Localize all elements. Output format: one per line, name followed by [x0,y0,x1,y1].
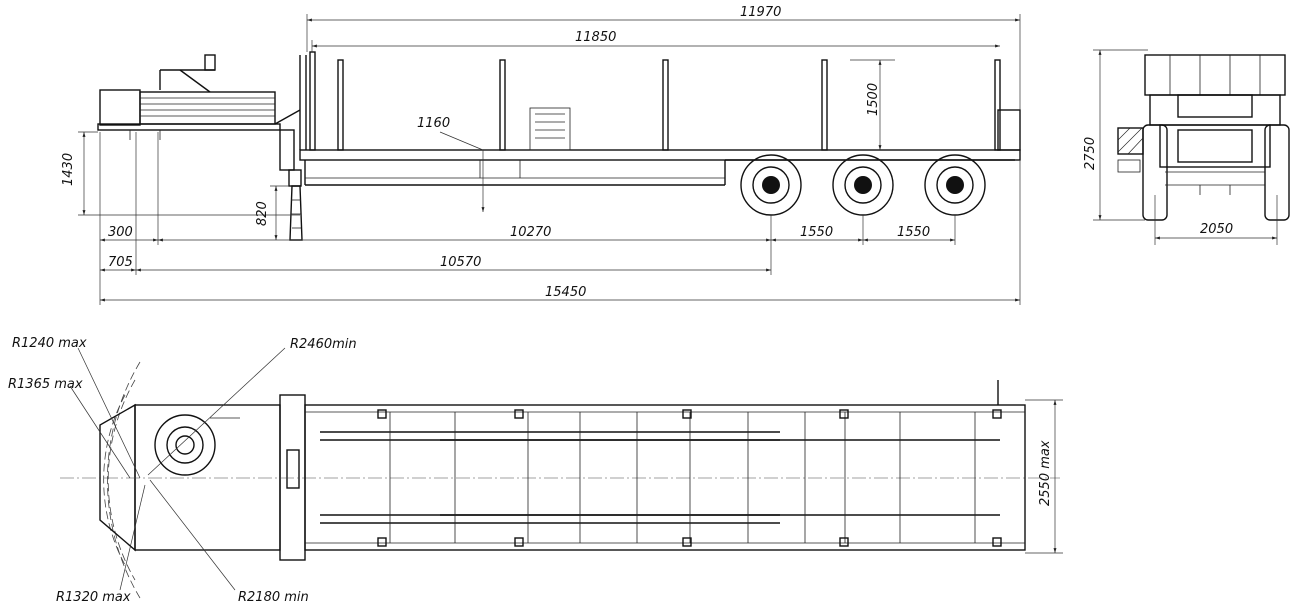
top-view: R1240 max R1365 max R2460min R1320 max R… [8,336,1063,605]
dim-axle-spacing-2: 1550 [897,225,930,240]
side-dimensions: 11970 11850 1500 1160 1430 820 [61,5,1021,305]
dim-kingpin-to-axle: 10270 [510,225,551,240]
rear-view: 2750 2050 [1083,49,1290,245]
dim-stake-height: 1500 [866,83,881,116]
dim-deck-height: 1160 [417,116,450,131]
dim-fifth-wheel-height: 1430 [61,153,76,186]
rear-wheels [740,154,986,216]
radius-r2460: R2460min [290,337,357,352]
stake [821,59,828,151]
stake [662,59,669,151]
stake [499,59,506,151]
stake [337,59,344,151]
deck-top [304,380,1026,551]
dim-support-height: 820 [255,201,270,226]
dim-stake-span: 11850 [575,30,616,45]
deck [299,107,1021,186]
radius-r1365: R1365 max [8,377,83,392]
radius-r1320: R1320 max [56,590,131,605]
fifth-wheel [154,414,216,476]
dim-track-width: 2050 [1200,222,1233,237]
gooseneck-top [60,394,1060,561]
dim-total-height: 2750 [1083,137,1098,170]
side-view: 11970 11850 1500 1160 1430 820 [61,5,1021,305]
dim-overall-width: 2550 max [1038,440,1053,506]
dim-axle-spacing-1: 1550 [800,225,833,240]
rear-panel [997,109,1021,151]
dim-overall-length: 15450 [545,285,586,300]
radius-r2180: R2180 min [238,590,309,605]
stakes [309,51,1021,151]
stake [309,51,316,151]
dim-front-to-axle: 10570 [440,255,481,270]
dim-deck-length: 11970 [740,5,781,20]
wheel [832,154,894,216]
gooseneck [97,54,307,241]
radius-labels: R1240 max R1365 max R2460min R1320 max R… [8,336,357,605]
dim-front-overhang: 300 [108,225,133,240]
wheel [924,154,986,216]
dim-front-offset: 705 [108,255,133,270]
radius-r1240: R1240 max [12,336,87,351]
wheel [740,154,802,216]
